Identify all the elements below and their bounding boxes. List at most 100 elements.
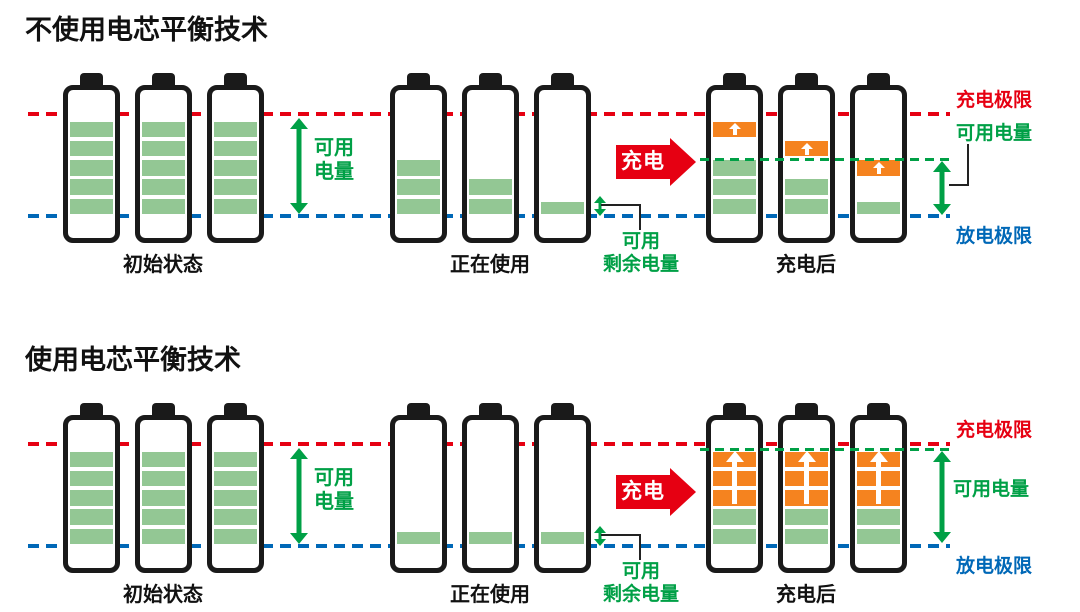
charge-segment [214,121,257,138]
charge-segment [713,509,756,525]
arrow-head-icon [725,451,744,462]
stage-label-charged: 充电后 [776,584,836,606]
arrow-head-icon [869,451,888,462]
stage-label-initial: 初始状态 [123,254,203,276]
arrow-stem [731,462,737,504]
battery [63,73,120,243]
remaining-capacity-arrow [594,526,606,546]
battery-body [135,85,192,243]
battery-body [850,415,907,573]
battery [534,73,591,243]
arrow-head-icon [670,468,696,516]
charge-segment [142,490,185,506]
charge-segment [214,509,257,525]
charge-segment [142,198,185,214]
up-arrow-icon [869,451,888,504]
arrow-head-icon [800,142,813,149]
battery [706,403,763,573]
arrow-stem [732,129,737,136]
battery-body [63,415,120,573]
up-arrow-icon [872,161,885,174]
charge-segment [70,451,113,468]
available-capacity-label: 可用 电量 [314,136,354,184]
charging-arrow: 充电 [616,138,700,186]
charge-segment [214,160,257,176]
battery [207,73,264,243]
battery-body [63,85,120,243]
charge-segment [214,490,257,506]
battery-body [207,85,264,243]
arrow-head-icon [728,123,741,130]
label-line: 可用 [621,561,660,582]
battery [390,403,447,573]
remaining-capacity-label: 可用 剩余电量 [580,230,702,276]
battery-body [390,85,447,243]
charge-segment [397,160,440,176]
label-line: 电量 [314,161,354,183]
charge-segment [70,490,113,506]
label-connector-line [601,204,641,206]
label-connector-line [949,184,969,186]
label-line: 剩余电量 [602,584,679,605]
charge-segment [397,198,440,214]
battery [778,403,835,573]
discharge-limit-label: 放电极限 [956,226,1033,247]
stage-label-in-use: 正在使用 [450,254,530,276]
charge-segment [70,160,113,176]
label-connector-line [639,534,641,560]
charge-segment [142,121,185,138]
stage-label-charged: 充电后 [776,254,836,276]
label-connector-line [639,204,641,230]
battery-body [390,415,447,573]
added-charge-segment [785,140,828,157]
battery-body [207,415,264,573]
charge-segment [214,198,257,214]
charge-segment [785,179,828,195]
battery [390,73,447,243]
charge-segment [397,532,440,544]
charge-segment [142,179,185,195]
charge-segment [70,528,113,544]
charge-segment [142,528,185,544]
available-capacity-arrow [933,161,951,215]
battery [135,403,192,573]
battery-body [850,85,907,243]
label-line: 可用 [314,467,354,489]
stage-label-initial: 初始状态 [123,584,203,606]
charge-segment [70,509,113,525]
up-arrow-icon [797,451,816,504]
arrow-head-icon [872,161,885,168]
charge-segment [713,160,756,176]
label-connector-line [601,534,641,536]
battery-body [534,415,591,573]
charging-label: 充电 [616,145,670,179]
added-charge-segment [713,121,756,138]
label-line: 可用 [621,231,660,252]
charge-segment [713,198,756,214]
charge-segment [214,140,257,157]
charge-limit-label: 充电极限 [956,420,1033,441]
charge-segment [713,528,756,544]
battery [207,403,264,573]
battery [462,403,519,573]
usable-level-line [700,448,952,451]
discharge-limit-label: 放电极限 [956,556,1033,577]
charge-segment [469,179,512,195]
battery [63,403,120,573]
battery-body [462,85,519,243]
label-line: 可用 [314,137,354,159]
section1-title: 不使用电芯平衡技术 [25,15,268,45]
battery-body [534,85,591,243]
charging-label: 充电 [616,475,670,509]
arrow-head-icon [797,451,816,462]
charge-segment [142,451,185,468]
charge-segment [70,121,113,138]
charge-segment [70,179,113,195]
arrow-stem [804,148,809,155]
usable-level-line [700,158,952,161]
battery-body [706,415,763,573]
battery-body [706,85,763,243]
charge-segment [785,198,828,214]
available-capacity-arrow [290,448,308,544]
available-capacity-label: 可用 电量 [314,466,354,514]
